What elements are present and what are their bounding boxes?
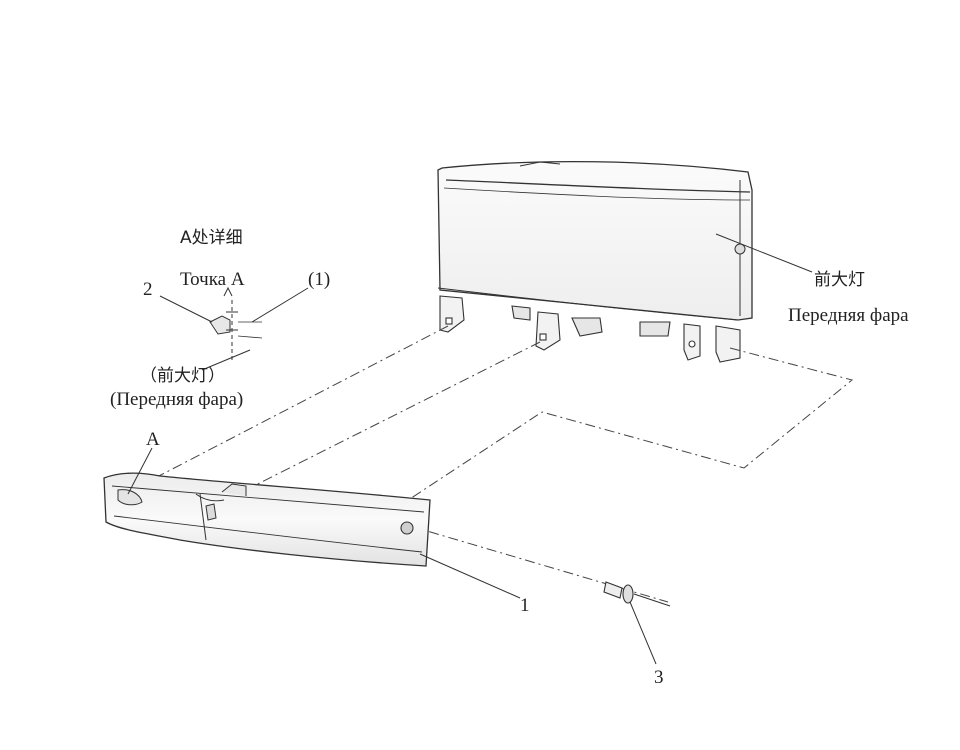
- callout-1: 1: [520, 595, 530, 616]
- headlamp-housing: [437, 160, 753, 321]
- lamp-mounting-hole-icon: [400, 521, 414, 535]
- headlamp-label-ru: Передняя фара: [788, 305, 909, 326]
- detail-headlamp-cn: （前大灯）: [140, 366, 225, 386]
- callout-2: 2: [143, 279, 153, 300]
- detail-clip-icon: [209, 286, 263, 360]
- screw-icon: [603, 581, 671, 607]
- assembly-lines: [127, 325, 854, 603]
- housing-mounting-tabs: [439, 295, 741, 363]
- detail-title-cn: A处详细: [180, 228, 243, 248]
- point-a-label: A: [146, 429, 160, 450]
- callout-3: 3: [654, 667, 664, 688]
- leader-lines: [127, 233, 813, 665]
- detail-title-ru: Точка A: [180, 269, 245, 290]
- turn-signal-lamp: [103, 472, 431, 567]
- detail-headlamp-ru: (Передняя фара): [110, 389, 244, 410]
- callout-1-detail: (1): [308, 269, 331, 290]
- adjuster-screw-icon: [734, 243, 746, 255]
- headlamp-label-cn: 前大灯: [814, 270, 865, 290]
